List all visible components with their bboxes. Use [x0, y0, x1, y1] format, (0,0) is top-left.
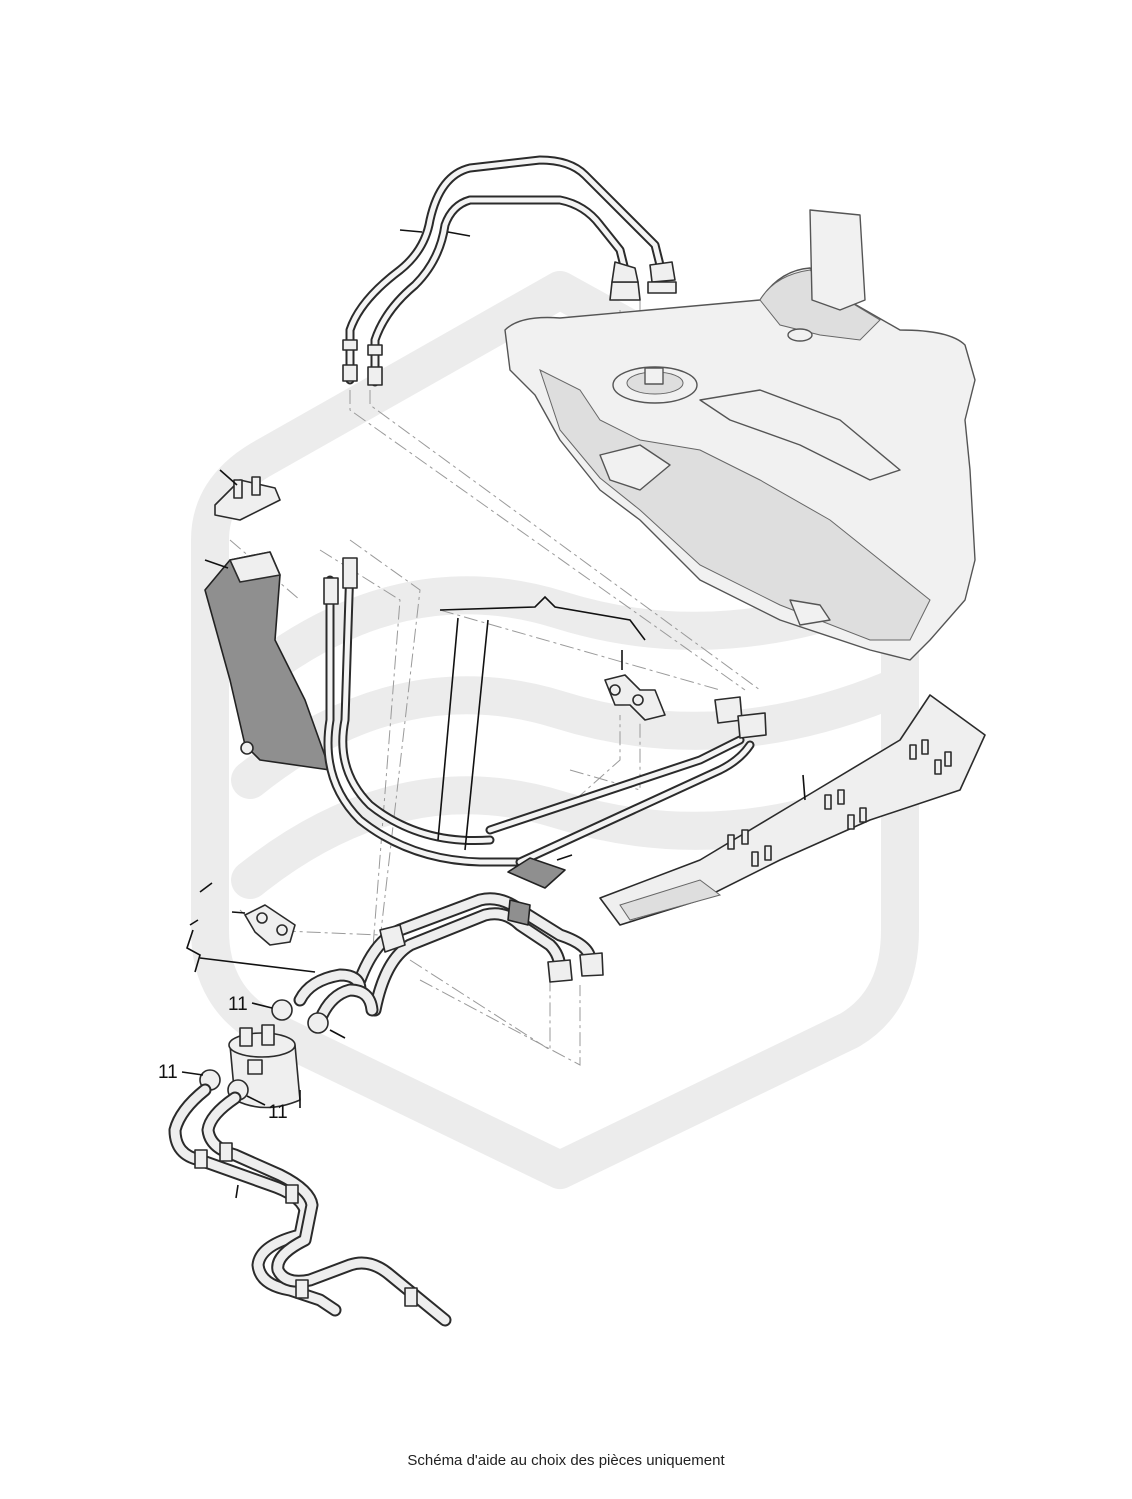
- diagram-caption: Schéma d'aide au choix des pièces unique…: [407, 1452, 725, 1469]
- callout-11-lower: 11: [268, 1102, 288, 1123]
- lower-hose-bundle: [293, 892, 604, 1027]
- middle-fuel-lines: [323, 557, 767, 867]
- lower-fuel-hose: [168, 1083, 452, 1327]
- callout-11-upper: 11: [228, 994, 248, 1015]
- leader-lines: [181, 229, 806, 1199]
- fuel-tank: [504, 209, 976, 661]
- pipe-retaining-clip: [604, 674, 666, 721]
- underbody-protection-panel: [599, 694, 986, 926]
- upper-fuel-lines: [342, 155, 677, 387]
- hose-clamps: [199, 999, 329, 1101]
- callout-11-left: 11: [158, 1062, 178, 1083]
- foam-pad: [507, 857, 566, 889]
- heat-shield-bracket: [204, 476, 331, 771]
- lower-pipe-clip: [244, 904, 296, 946]
